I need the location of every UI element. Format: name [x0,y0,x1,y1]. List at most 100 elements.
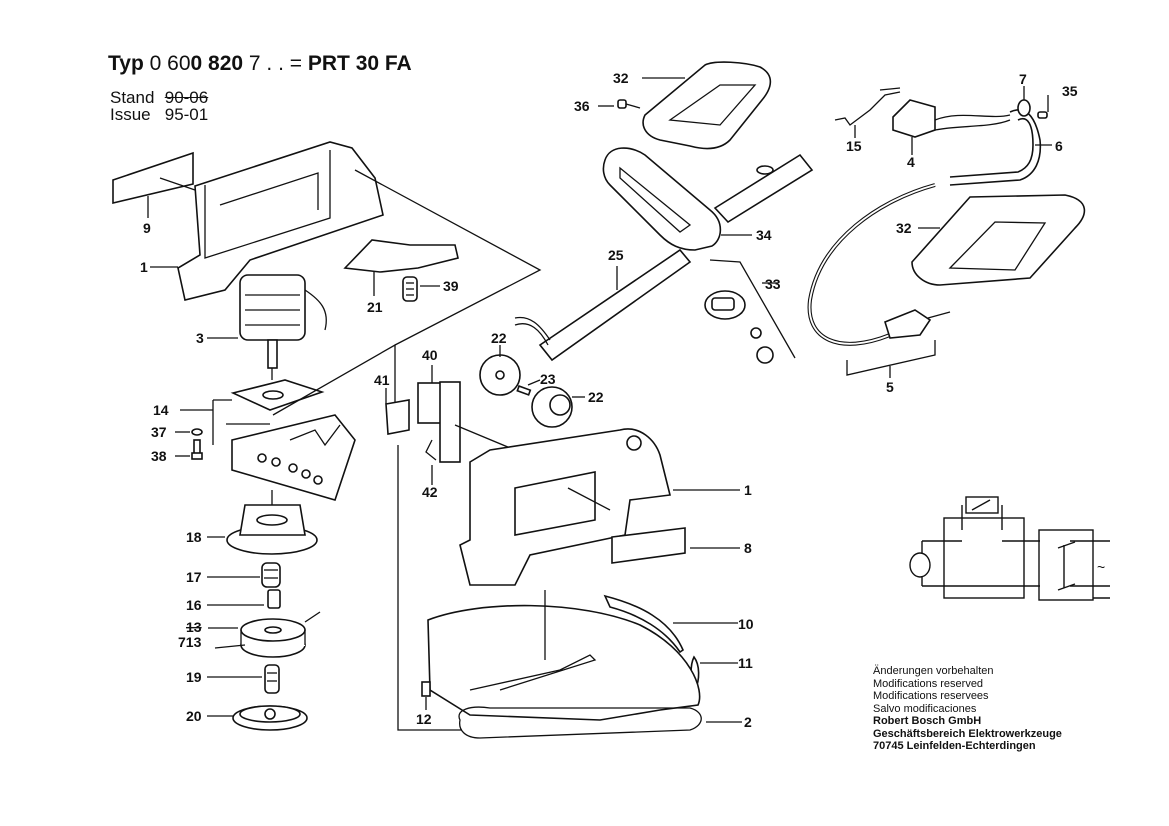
part-34-handle-grip [602,147,752,251]
callout-10: 10 [738,616,754,632]
ac-symbol: ~ [1097,559,1105,575]
part-6-cable [949,109,1052,186]
callout-7: 7 [1019,71,1027,87]
callout-32-upper: 32 [613,70,629,86]
footer-notice: Änderungen vorbehalten Modifications res… [873,665,1062,753]
callout-1-lower: 1 [744,482,752,498]
part-7-cable-clamp [1017,86,1031,117]
wiring-schematic [909,496,1110,601]
part-40-switch [417,365,461,463]
callout-9: 9 [143,220,151,236]
issue-value: 95-01 [164,105,209,124]
callout-41: 41 [374,372,390,388]
stand-label: Stand [110,88,155,107]
part-1-housing-lower [459,428,740,586]
callout-5: 5 [886,379,894,395]
footer-line-es: Salvo modificaciones [873,702,977,715]
part-9-label-plate [112,151,196,218]
part-33-clip-assembly [704,259,796,364]
part-32-handle-cover-upper [642,61,772,150]
part-10-strip [603,594,738,654]
leader-plate [272,343,396,420]
part-2-guard [427,590,742,739]
part-18-spool-housing [207,490,318,555]
part-34-tube [713,153,814,224]
callout-2: 2 [744,714,752,730]
part-16-bushing [207,589,281,609]
part-42-pin [425,439,437,485]
part-39-spring [402,276,440,302]
part-17-spring [207,562,281,588]
typ-number-suffix: 7 . . = [243,52,303,75]
part-8-label [611,527,740,564]
callout-13-superseded: 13 [186,619,202,635]
footer-line-fr: Modifications reservees [873,690,989,702]
callout-25: 25 [608,247,624,263]
callout-34: 34 [756,227,772,243]
callout-33: 33 [765,276,781,292]
part-3-motor [207,274,327,369]
callout-35: 35 [1062,83,1078,99]
part-4-switch [892,99,1011,155]
callout-11: 11 [738,655,753,671]
part-1-housing-upper [150,141,384,301]
part-20-spool-cap [207,705,308,731]
part-23-pin [516,379,541,396]
callout-42: 42 [422,484,438,500]
callout-1-upper: 1 [140,259,148,275]
callout-12: 12 [416,711,432,727]
footer-address: 70745 Leinfelden-Echterdingen [873,740,1036,752]
model-name: PRT 30 FA [307,52,412,75]
part-19-spring [207,664,280,694]
callout-17: 17 [186,569,202,585]
stand-row: Stand 90-06 [110,88,208,108]
footer-line-en: Modifications reserved [873,677,984,690]
leader-switch [454,424,516,451]
stand-value: 90-06 [164,88,209,107]
callout-3: 3 [196,330,204,346]
callout-21: 21 [367,299,383,315]
callout-20: 20 [186,708,202,724]
footer-company: Robert Bosch GmbH [873,715,982,727]
part-21-switch-trigger [343,239,459,296]
part-41-bracket [385,388,410,435]
part-12-plug [421,681,431,710]
part-15-cable [834,87,901,138]
part-22-gear-lower [531,386,585,428]
callout-6: 6 [1055,138,1063,154]
callout-22-lower: 22 [588,389,604,405]
part-22-gear-upper [479,345,521,396]
callout-36: 36 [574,98,590,114]
callout-14: 14 [153,402,169,418]
callout-19: 19 [186,669,202,685]
typ-label: Typ [108,52,144,75]
callout-38: 38 [151,448,167,464]
leader-left-group [397,445,462,731]
callout-labels: 9 1 21 39 3 14 37 38 18 17 16 13 713 19 … [140,70,1078,730]
callout-15: 15 [846,138,862,154]
callout-37: 37 [151,424,167,440]
part-713-spool [208,611,321,658]
document-title: Typ 0 600 820 7 . . = PRT 30 FA [108,52,412,76]
leader-housing-group [354,169,542,346]
part-32-handle-cover-lower [911,194,1086,286]
callout-16: 16 [186,597,202,613]
part-35-screw [1037,95,1049,119]
issue-row: Issue 95-01 [110,105,208,125]
part-14-brush-plate-assembly [180,379,356,501]
issue-label: Issue [110,105,151,124]
part-37-washer [175,428,203,436]
typ-number-main: 0 820 [190,52,244,75]
callout-32-lower: 32 [896,220,912,236]
typ-number-prefix: 0 60 [149,52,191,75]
callout-18: 18 [186,529,202,545]
footer-division: Geschäftsbereich Elektrowerkzeuge [873,727,1062,740]
part-36-screw [598,99,641,109]
callout-8: 8 [744,540,752,556]
part-5-mains-cable [807,183,951,378]
callout-22-upper: 22 [491,330,507,346]
callout-40: 40 [422,347,438,363]
part-38-screw [175,439,203,460]
part-25-handle-tube [514,248,692,362]
